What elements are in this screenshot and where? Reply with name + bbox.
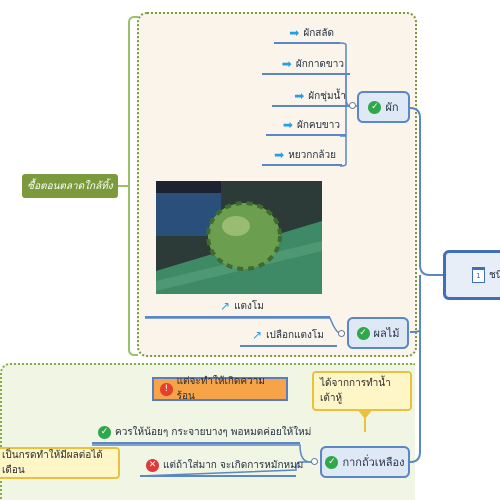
- arrow-right-icon: ➡: [274, 148, 285, 162]
- collapse-toggle[interactable]: [311, 458, 318, 465]
- check-icon: ✓: [356, 326, 370, 340]
- arrow-right-icon: ➡: [281, 57, 292, 71]
- callout-tail: [357, 409, 373, 419]
- vegetable-item[interactable]: ➡ ผักชุ่มน้ำ: [272, 87, 352, 107]
- warning-face-icon: !: [160, 382, 173, 396]
- check-icon: ✓: [368, 100, 382, 114]
- advice-good[interactable]: ✓ ควรให้น้อยๆ กระจายบางๆ พอหมดค่อยให้ใหม…: [92, 422, 311, 444]
- collapse-toggle[interactable]: [349, 102, 356, 109]
- bracket-line: [128, 16, 138, 356]
- arrow-up-right-icon: ↗: [252, 328, 263, 342]
- vegetable-item[interactable]: ➡ ผักกาดขาว: [262, 55, 350, 75]
- fruit-item[interactable]: ↗ แตงโม: [145, 296, 330, 318]
- check-icon: ✓: [98, 425, 111, 439]
- vegetable-item[interactable]: ➡ ผักคบขาว: [266, 116, 346, 136]
- water-note[interactable]: ได้จากการทำน้ำเต้าหู้: [312, 371, 412, 411]
- fruit-item[interactable]: ↗ เปลือกแตงโม: [240, 325, 337, 347]
- fruits-topic[interactable]: ✓ ผลไม้: [347, 317, 409, 349]
- collapse-toggle[interactable]: [338, 330, 345, 337]
- heat-warning[interactable]: ! แต่จะทำให้เกิดความร้อน: [152, 376, 288, 402]
- watermelon-photo: [156, 181, 322, 294]
- arrow-right-icon: ➡: [282, 118, 293, 132]
- arrow-right-icon: ➡: [289, 26, 300, 40]
- close-icon: ✕: [146, 458, 159, 472]
- month-note[interactable]: เป็นกรดทำให้มีผลต่อได้เดือน: [0, 447, 120, 479]
- root-topic[interactable]: 1 ชนิด: [443, 250, 500, 300]
- leftovers-topic[interactable]: ✓ กากถั่วเหลือง: [320, 446, 410, 478]
- vegetables-topic[interactable]: ✓ ผัก: [357, 91, 410, 123]
- shop-label[interactable]: ซื้อตอนตลาดใกล้ทิ้ง: [22, 174, 118, 198]
- check-icon: ✓: [325, 455, 339, 469]
- advice-bad[interactable]: ✕ แต่ถ้าใส่มาก จะเกิดการหมักหมม: [140, 455, 303, 477]
- calendar-icon: 1: [472, 267, 485, 283]
- arrow-right-icon: ➡: [294, 89, 305, 103]
- arrow-up-right-icon: ↗: [220, 299, 231, 313]
- vegetable-item[interactable]: ➡ หยวกกล้วย: [262, 146, 342, 166]
- vegetable-item[interactable]: ➡ ผักสลัด: [274, 24, 340, 44]
